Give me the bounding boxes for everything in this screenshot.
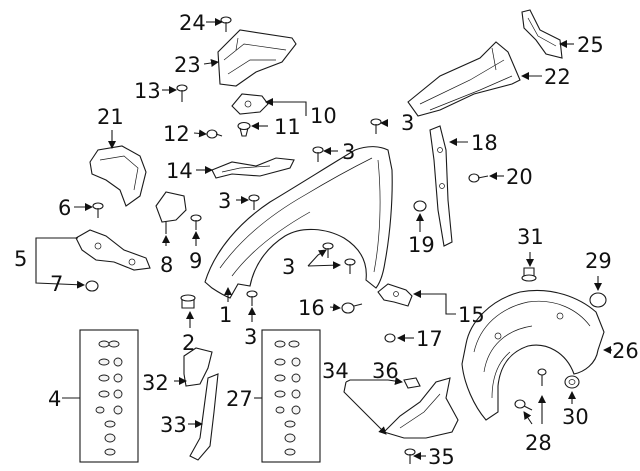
clip-part-17[interactable] [384, 333, 396, 343]
callout-2: 2 [182, 331, 195, 355]
callout-3-mid: 3 [342, 140, 355, 164]
liner-part-21[interactable] [89, 145, 147, 207]
callout-6: 6 [58, 196, 71, 220]
bolt-part-20[interactable] [468, 173, 489, 183]
screw-part-19[interactable] [413, 200, 427, 212]
liner-part-26[interactable] [461, 289, 605, 421]
cap-part-29[interactable] [589, 292, 607, 308]
kit-box-part-4[interactable] [79, 329, 139, 463]
callout-30: 30 [562, 405, 589, 429]
bracket-part-8[interactable] [155, 191, 187, 234]
callout-36: 36 [372, 359, 399, 383]
bolt-part-6[interactable] [92, 202, 104, 218]
callout-32: 32 [142, 371, 169, 395]
callout-22: 22 [544, 65, 571, 89]
nut-part-7[interactable] [85, 280, 99, 292]
callout-10: 10 [310, 104, 337, 128]
screw-part-24[interactable] [220, 16, 232, 32]
screw-part-3-top[interactable] [370, 118, 382, 134]
callout-4: 4 [48, 387, 61, 411]
grommet-part-30[interactable] [564, 375, 580, 389]
callout-29: 29 [585, 249, 612, 273]
callout-24: 24 [179, 11, 206, 35]
fender-part[interactable] [204, 146, 393, 299]
screw-part-35[interactable] [404, 448, 416, 464]
callout-31: 31 [517, 225, 544, 249]
screw-part-3-mid[interactable] [312, 146, 324, 162]
bracket-part-5[interactable] [75, 229, 151, 271]
callout-20: 20 [506, 165, 533, 189]
callout-numbers: 24 23 13 21 12 11 10 3 3 14 3 6 5 7 8 9 … [14, 11, 639, 469]
callout-3-left: 3 [218, 189, 231, 213]
screw-part-28[interactable] [514, 368, 547, 411]
callout-25: 25 [577, 33, 604, 57]
callout-9: 9 [189, 249, 202, 273]
trim-part-33[interactable] [189, 373, 219, 461]
callout-8: 8 [160, 253, 173, 277]
callout-3-top: 3 [401, 111, 414, 135]
bracket-part-15[interactable] [377, 283, 413, 307]
bracket-part-10[interactable] [231, 93, 269, 115]
bracket-part-25[interactable] [521, 9, 563, 59]
clip-part-36[interactable] [403, 377, 421, 389]
screw-part-3-left[interactable] [248, 194, 260, 210]
callout-11: 11 [274, 115, 301, 139]
bolt-part-16[interactable] [341, 302, 363, 314]
rail-part-22[interactable] [407, 41, 521, 117]
callout-21: 21 [97, 105, 124, 129]
callout-12: 12 [163, 122, 190, 146]
callout-14: 14 [166, 159, 193, 183]
callout-28: 28 [525, 431, 552, 455]
callout-1: 1 [219, 303, 232, 327]
callout-23: 23 [174, 53, 201, 77]
kit-box-part-27[interactable] [261, 329, 321, 463]
strip-part-18[interactable] [429, 125, 453, 247]
callout-5: 5 [14, 247, 27, 271]
callout-3-bottom: 3 [244, 325, 257, 349]
callout-17: 17 [416, 327, 443, 351]
callout-7: 7 [50, 272, 63, 296]
upper-panel-part-23[interactable] [217, 29, 297, 87]
callout-16: 16 [298, 296, 325, 320]
clip-part-2[interactable] [180, 294, 196, 309]
callout-35: 35 [428, 445, 455, 469]
trim-part-32[interactable] [183, 347, 213, 387]
callout-15: 15 [458, 303, 485, 327]
screw-part-3-pair[interactable] [322, 242, 356, 274]
clip-part-11[interactable] [237, 121, 251, 137]
callout-34: 34 [322, 359, 349, 383]
clip-part-31[interactable] [521, 267, 537, 282]
screw-part-13[interactable] [176, 84, 188, 102]
shield-part-34[interactable] [382, 377, 459, 439]
callout-13: 13 [134, 79, 161, 103]
callout-18: 18 [471, 131, 498, 155]
bolt-part-9[interactable] [190, 214, 202, 230]
screw-part-3-bottom[interactable] [246, 290, 258, 306]
callout-33: 33 [160, 413, 187, 437]
leader-lines [35, 18, 612, 460]
bolt-part-12[interactable] [206, 129, 223, 139]
callout-26: 26 [612, 339, 639, 363]
callout-19: 19 [408, 233, 435, 257]
seal-part-14[interactable] [211, 157, 295, 179]
callout-27: 27 [226, 387, 253, 411]
callout-3-pair: 3 [282, 255, 295, 279]
